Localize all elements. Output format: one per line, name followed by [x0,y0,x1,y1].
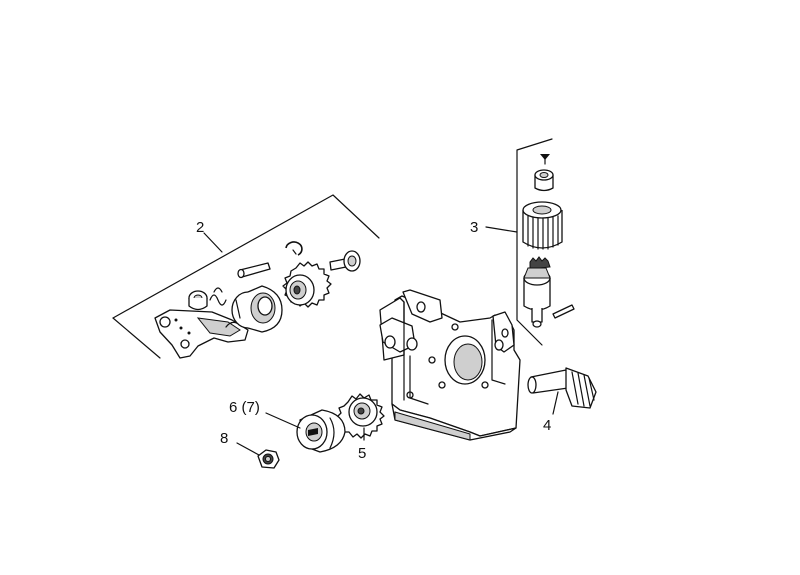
leader-line-3 [485,226,518,233]
part-6-feed-roller [265,409,346,453]
callout-label-6-7: 6 (7) [229,399,260,416]
part-4-drive-shaft [527,367,597,415]
pressure-arm [154,309,249,359]
assembly-3-bracket [516,138,553,346]
assembly-3-group [485,138,575,346]
gear-shaft [523,256,551,328]
callout-label-4: 4 [543,417,551,434]
screw [540,154,550,165]
part-8-nut [236,442,280,469]
leader-line-8 [236,442,260,456]
part-5-drive-gear [336,393,385,441]
bearing-roller [231,285,283,333]
cap-nut [534,169,554,192]
assembly-2-bracket [112,194,380,359]
knurled-roller [522,201,563,250]
callout-label-3: 3 [470,219,478,236]
leader-line-2 [203,232,223,253]
gear-assembly-2 [282,261,332,308]
leader-line-4 [552,391,559,415]
shaft-pin [237,262,271,279]
small-spring [209,287,227,306]
key-pin [552,304,575,319]
callout-label-8: 8 [220,430,228,447]
callout-label-5: 5 [358,445,366,462]
small-bushing [188,290,208,311]
e-clip [285,241,303,256]
main-frame [379,289,521,441]
shoulder-bolt [329,250,361,272]
assembly-2-group [112,194,380,359]
callout-label-2: 2 [196,219,204,236]
leader-line-6 [265,412,301,429]
